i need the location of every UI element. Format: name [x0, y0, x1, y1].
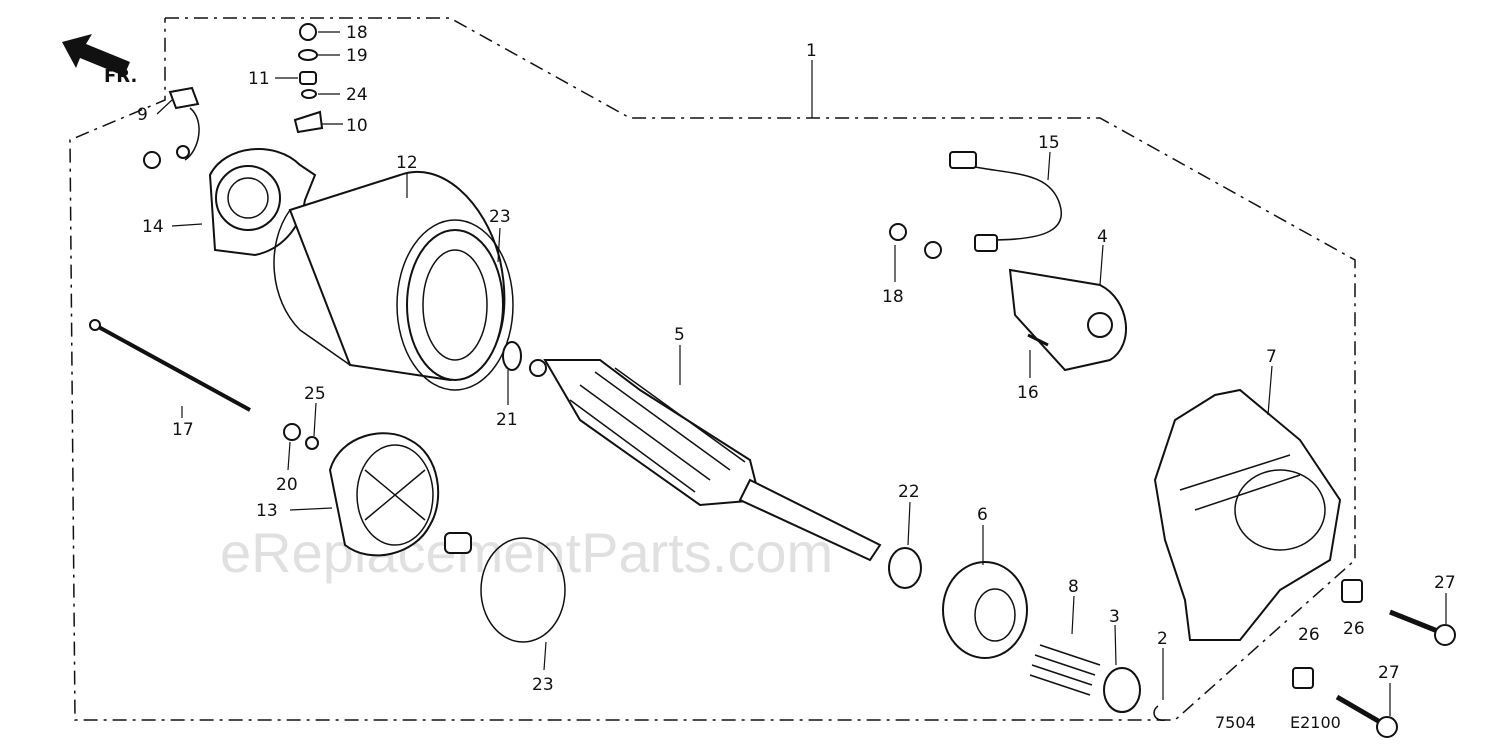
rear-bracket [328, 432, 440, 557]
collar-lower [1292, 667, 1314, 689]
callout-25: 25 [304, 384, 326, 404]
callout-19: 19 [346, 46, 368, 66]
callout-labels: 1 2 3 4 5 6 7 8 9 10 11 12 13 14 15 16 1… [137, 23, 1456, 695]
bearing [444, 532, 472, 554]
front-bracket [1153, 388, 1342, 641]
washer-20 [283, 423, 301, 441]
callout-27-lower: 27 [1378, 663, 1400, 683]
callout-26-upper: 26 [1343, 619, 1365, 639]
bolt-lower [1335, 694, 1398, 738]
washer-21 [502, 341, 522, 371]
pinion-spring [1029, 644, 1101, 696]
callout-12: 12 [396, 153, 418, 173]
callout-24: 24 [346, 85, 368, 105]
cable [964, 164, 1063, 241]
callout-27-upper: 27 [1434, 573, 1456, 593]
callout-3: 3 [1109, 607, 1120, 627]
callout-18-solenoid: 18 [882, 287, 904, 307]
callout-21: 21 [496, 410, 518, 430]
callout-14: 14 [142, 217, 164, 237]
callout-1: 1 [806, 41, 817, 61]
callout-20: 20 [276, 475, 298, 495]
callout-18-top: 18 [346, 23, 368, 43]
collar-upper [1341, 579, 1363, 603]
callout-17: 17 [172, 420, 194, 440]
stop-collar [1103, 667, 1141, 713]
washer-22 [888, 547, 922, 589]
callout-10: 10 [346, 116, 368, 136]
snap-ring [1153, 705, 1166, 721]
callout-15: 15 [1038, 133, 1060, 153]
callout-16: 16 [1017, 383, 1039, 403]
direction-label: FR. [104, 66, 137, 87]
diagram-code-right: E2100 [1290, 713, 1341, 732]
through-bolt [94, 323, 251, 412]
assembly-boundary [69, 17, 1356, 721]
pinion-gear [942, 561, 1028, 659]
solenoid [1008, 268, 1127, 372]
o-ring-front [480, 537, 566, 643]
washer-25 [305, 436, 319, 450]
callout-2: 2 [1157, 629, 1168, 649]
callout-23-bottom: 23 [532, 675, 554, 695]
callout-5: 5 [674, 325, 685, 345]
callout-7: 7 [1266, 347, 1277, 367]
callout-8: 8 [1068, 577, 1079, 597]
diagram-code-left: 7504 [1215, 713, 1256, 732]
bolt-upper [1389, 609, 1456, 646]
front-direction-arrow: FR. [62, 34, 137, 87]
watermark: eReplacementParts.com [220, 521, 833, 584]
brush-holder [208, 148, 317, 257]
callout-9: 9 [137, 105, 148, 125]
callout-11: 11 [248, 69, 270, 89]
terminal-hardware [143, 23, 324, 169]
callout-23-top: 23 [489, 207, 511, 227]
leader-lines [156, 31, 1447, 716]
callout-13: 13 [256, 501, 278, 521]
callout-4: 4 [1097, 227, 1108, 247]
motor-yoke [273, 170, 514, 391]
callout-22: 22 [898, 482, 920, 502]
callout-26-lower: 26 [1298, 625, 1320, 645]
armature [529, 359, 882, 562]
callout-6: 6 [977, 505, 988, 525]
